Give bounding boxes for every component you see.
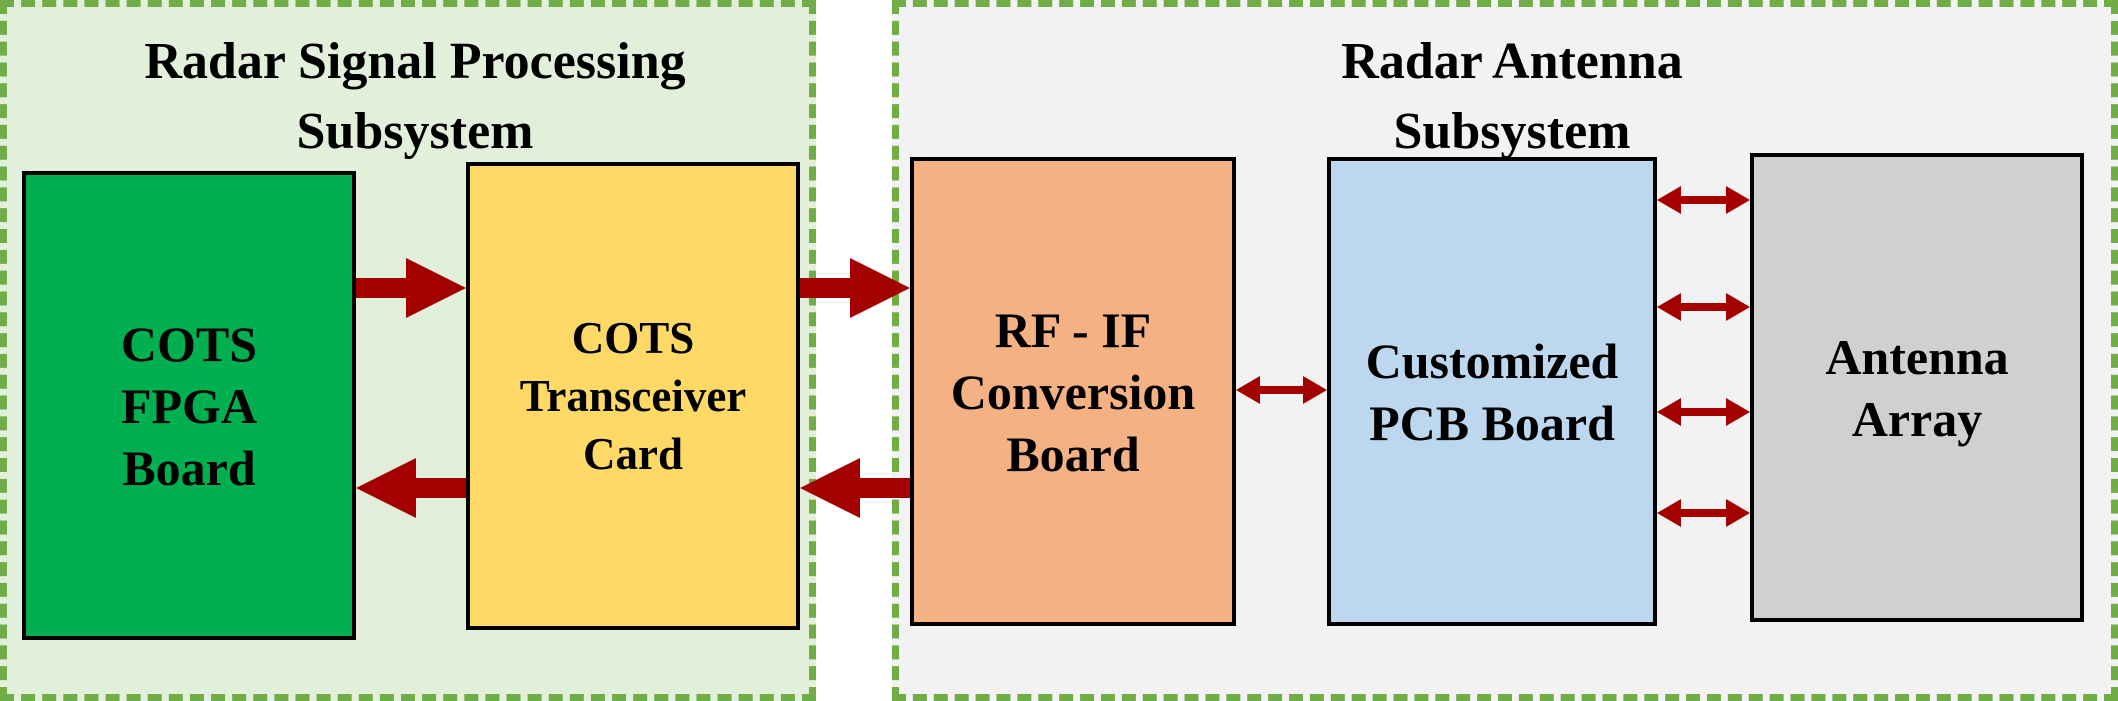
arrow-pcb-antenna-4 (1657, 499, 1750, 527)
arrow-pcb-antenna-1 (1657, 186, 1750, 214)
customized-pcb-board-label: Customized PCB Board (1365, 332, 1619, 451)
antenna-array-label: Antenna Array (1825, 328, 2009, 447)
cots-fpga-board-block: COTS FPGA Board (22, 171, 356, 640)
arrow-rf-if-to-transceiver (800, 458, 910, 518)
customized-pcb-board-block: Customized PCB Board (1327, 157, 1657, 626)
arrow-fpga-to-transceiver (356, 258, 466, 318)
rf-if-conversion-board-block: RF - IF Conversion Board (910, 157, 1236, 626)
arrow-transceiver-to-fpga (356, 458, 466, 518)
antenna-array-block: Antenna Array (1750, 153, 2084, 622)
arrow-rf-if-pcb-bidirectional (1236, 376, 1327, 404)
cots-fpga-board-label: COTS FPGA Board (120, 315, 258, 496)
rf-if-conversion-board-label: RF - IF Conversion Board (950, 301, 1196, 482)
arrow-transceiver-to-rf-if (800, 258, 910, 318)
arrow-pcb-antenna-2 (1657, 293, 1750, 321)
signal-processing-subsystem-title: Radar Signal Processing Subsystem (144, 33, 686, 160)
arrow-pcb-antenna-3 (1657, 398, 1750, 426)
cots-transceiver-card-block: COTS Transceiver Card (466, 162, 800, 630)
cots-transceiver-card-label: COTS Transceiver Card (519, 313, 747, 479)
antenna-subsystem-title: Radar Antenna Subsystem (1341, 33, 1683, 160)
arrow-group (356, 186, 1750, 527)
